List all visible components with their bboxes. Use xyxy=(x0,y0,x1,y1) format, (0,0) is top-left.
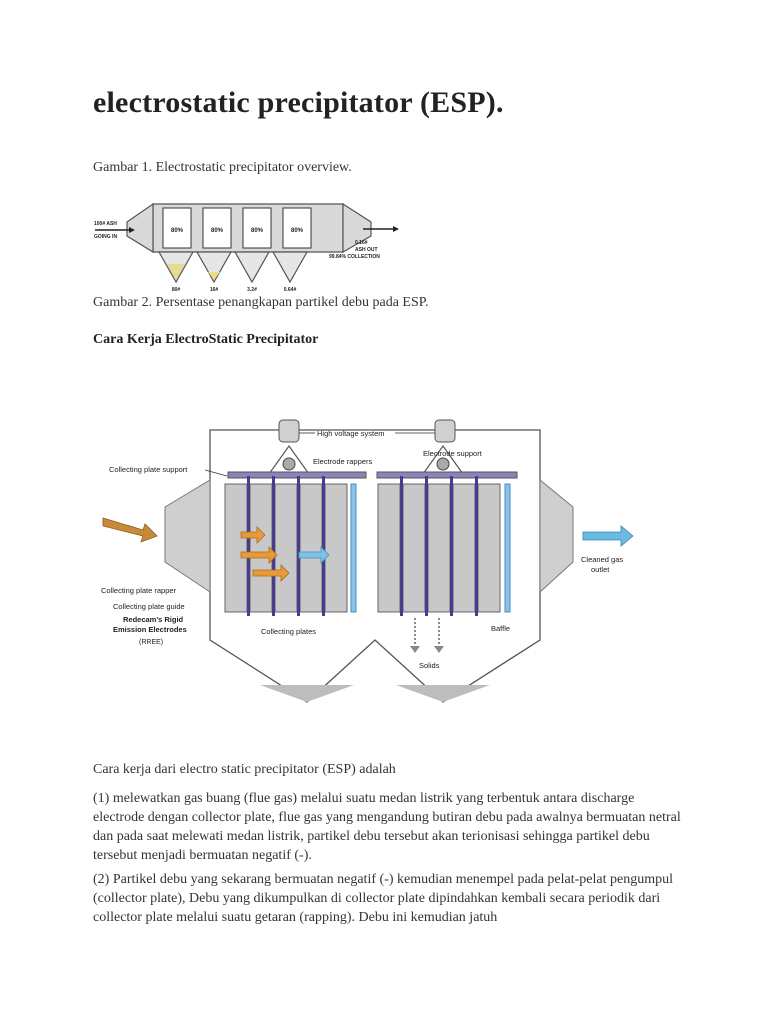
baffle-right xyxy=(504,483,511,613)
label-collecting-plate-support: Collecting plate support xyxy=(109,465,188,474)
hopper-label-3: 3.2# xyxy=(247,287,257,293)
outlet-label-line1: 0.16# xyxy=(355,240,368,246)
esp-overview-figure: 80% 80% 80% 80% 100# ASH GOING IN 0.16# … xyxy=(94,202,399,293)
label-solids: Solids xyxy=(419,661,440,670)
field-efficiency-2: 80% xyxy=(211,228,224,234)
cleaned-gas-outlet-arrow xyxy=(582,525,634,547)
document-title: electrostatic precipitator (ESP). xyxy=(93,86,504,119)
label-rree-line2: Emission Electrodes xyxy=(113,625,187,634)
field-efficiency-3: 80% xyxy=(251,228,264,234)
outlet-arrow-head xyxy=(393,226,399,232)
inlet-arrow-head xyxy=(129,227,135,233)
inlet-label-line2: GOING IN xyxy=(94,234,117,240)
flue-gas-inlet-arrow xyxy=(102,517,158,543)
field-efficiency-1: 80% xyxy=(171,228,184,234)
label-collecting-plate-rapper: Collecting plate rapper xyxy=(101,586,177,595)
hopper-label-4: 0.64# xyxy=(284,287,297,293)
label-electrode-rappers: Electrode rappers xyxy=(313,457,372,466)
inlet-label-line1: 100# ASH xyxy=(94,221,117,227)
label-collecting-plate-guide: Collecting plate guide xyxy=(113,602,185,611)
plate-support-leader xyxy=(204,469,228,477)
paragraph-step-2: (2) Partikel debu yang sekarang bermuata… xyxy=(93,872,674,925)
hopper-label-2: 16# xyxy=(210,287,219,293)
outlet-label-line3: 99.84% COLLECTION xyxy=(329,254,380,260)
intro-text: Cara kerja dari electro static precipita… xyxy=(93,762,396,777)
figure1-caption: Gambar 1. Electrostatic precipitator ove… xyxy=(93,160,352,175)
label-baffle: Baffle xyxy=(491,624,510,633)
solids-falling-arrows xyxy=(410,618,444,653)
collection-fields xyxy=(162,207,312,249)
label-electrode-support: Electrode support xyxy=(423,449,483,458)
label-collecting-plates: Collecting plates xyxy=(261,627,316,636)
outlet-label-line2: ASH OUT xyxy=(355,247,378,253)
figure2-caption: Gambar 2. Persentase penangkapan partike… xyxy=(93,295,429,310)
section-heading: Cara Kerja ElectroStatic Precipitator xyxy=(93,332,319,347)
gas-flow-arrows xyxy=(240,526,330,582)
label-high-voltage: High voltage system xyxy=(317,429,385,438)
collecting-plates xyxy=(224,483,501,613)
baffle-left xyxy=(350,483,357,613)
label-cleaned-gas-line1: Cleaned gas xyxy=(581,555,623,564)
label-rree-line1: Redecam's Rigid xyxy=(123,615,184,624)
hopper-label-1: 80# xyxy=(172,287,181,293)
label-rree-line3: (RREE) xyxy=(139,639,163,646)
label-cleaned-gas-line2: outlet xyxy=(591,565,610,574)
esp-working-diagram: High voltage system Electrode support El… xyxy=(101,419,634,703)
emission-electrodes xyxy=(247,476,478,616)
high-voltage-units xyxy=(267,419,465,475)
field-efficiency-4: 80% xyxy=(291,228,304,234)
paragraph-step-1: (1) melewatkan gas buang (flue gas) mela… xyxy=(93,791,681,863)
